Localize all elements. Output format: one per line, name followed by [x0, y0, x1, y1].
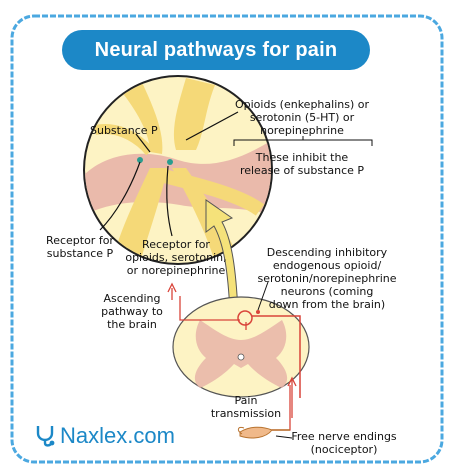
label-substance-p: Substance P: [90, 124, 158, 137]
synapse-highlight: [237, 310, 253, 326]
label-opioids: Opioids (enkephalins) or serotonin (5-HT…: [232, 98, 372, 137]
ascending-line-2: pathway to: [101, 305, 163, 318]
label-receptor-opioids: Receptor for opioids, serotonin, or nore…: [122, 238, 230, 277]
descending-line-4: neurons (coming: [280, 285, 374, 298]
stethoscope-icon: [36, 426, 55, 447]
label-descending: Descending inhibitory endogenous opioid/…: [256, 246, 398, 311]
descending-line-5: down from the brain): [268, 298, 386, 311]
descending-line-2: endogenous opioid/: [272, 259, 382, 272]
receptor-opioids-line-2: opioids, serotonin,: [125, 251, 227, 264]
brand-logo: Naxlex.com: [34, 423, 175, 449]
pain-transmission-line-2: transmission: [210, 407, 282, 420]
magnify-arrow: [205, 199, 239, 313]
brand-name: Naxlex.com: [60, 423, 175, 448]
label-ascending: Ascending pathway to the brain: [96, 292, 168, 331]
spinal-cord-section: [172, 296, 310, 398]
label-pain-transmission: Pain transmission: [206, 394, 286, 420]
nerve-endings-line-1: Free nerve endings: [291, 430, 397, 443]
receptor-dot-opioid: [167, 159, 173, 165]
receptor-dot-substance-p: [137, 157, 143, 163]
ascending-pathway: [179, 296, 240, 321]
lower-terminal-left: [112, 168, 168, 262]
descending-line-1: Descending inhibitory: [266, 246, 388, 259]
page-title: Neural pathways for pain: [62, 30, 370, 70]
label-receptor-substance-p: Receptor for substance P: [38, 234, 122, 260]
pain-transmission-line-1: Pain: [234, 394, 258, 407]
receptor-sp-line-2: substance P: [46, 247, 114, 260]
descending-pathway: [252, 315, 301, 398]
label-inhibit: These inhibit the release of substance P: [232, 151, 372, 177]
receptor-sp-line-1: Receptor for: [46, 234, 114, 247]
ascending-line-1: Ascending: [103, 292, 161, 305]
nociceptor: [237, 426, 290, 439]
ascending-line-3: the brain: [107, 318, 157, 331]
inhibit-bracket: [233, 136, 373, 146]
presynaptic-terminal: [110, 78, 163, 154]
inhibit-line-2: release of substance P: [239, 164, 365, 177]
inhibitory-terminal: [173, 78, 215, 150]
nerve-endings-line-2: (nociceptor): [310, 443, 378, 456]
opioids-line-3: norepinephrine: [260, 124, 344, 137]
label-nerve-endings: Free nerve endings (nociceptor): [290, 430, 398, 456]
receptor-opioids-line-3: or norepinephrine: [126, 264, 226, 277]
inhibit-line-1: These inhibit the: [255, 151, 349, 164]
receptor-opioids-line-1: Receptor for: [142, 238, 210, 251]
opioids-line-2: serotonin (5-HT) or: [249, 111, 355, 124]
descending-line-3: serotonin/norepinephrine: [257, 272, 397, 285]
opioids-line-1: Opioids (enkephalins) or: [234, 98, 370, 111]
